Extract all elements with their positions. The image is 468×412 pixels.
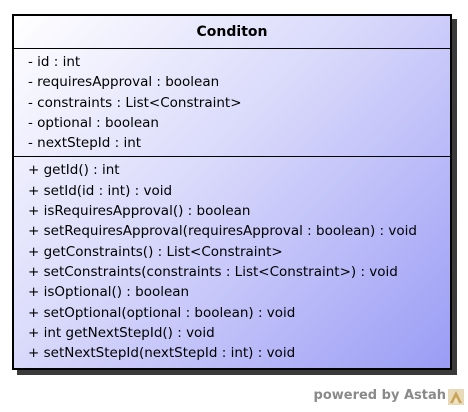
class-name: Conditon — [14, 16, 450, 49]
operation-item: + int getNextStepId() : void — [28, 324, 215, 341]
attribute-item: - constraints : List<Constraint> — [28, 94, 242, 111]
astah-logo-icon — [448, 389, 464, 405]
operation-item: + isRequiresApproval() : boolean — [28, 203, 251, 220]
operation-item: + getConstraints() : List<Constraint> — [28, 243, 283, 260]
attributes-compartment: - id : int - requiresApproval : boolean … — [14, 49, 450, 158]
attribute-item: - optional : boolean — [28, 114, 159, 131]
attribute-item: - id : int — [28, 54, 81, 70]
operation-item: + setNextStepId(nextStepId : int) : void — [28, 345, 296, 362]
attribute-item: - requiresApproval : boolean — [28, 74, 220, 91]
operation-item: + setId(id : int) : void — [28, 182, 173, 199]
attribute-item: - nextStepId : int — [28, 135, 142, 152]
uml-class-box[interactable]: Conditon - id : int - requiresApproval :… — [12, 14, 452, 370]
operation-item: + setOptional(optional : boolean) : void — [28, 304, 296, 321]
powered-by-watermark: powered by Astah — [313, 388, 446, 403]
operation-item: + getId() : int — [28, 162, 120, 179]
operations-compartment: + getId() : int + setId(id : int) : void… — [14, 157, 450, 366]
operation-item: + setConstraints(constraints : List<Cons… — [28, 263, 398, 280]
operation-item: + isOptional() : boolean — [28, 284, 190, 301]
operation-item: + setRequiresApproval(requiresApproval :… — [28, 223, 417, 240]
